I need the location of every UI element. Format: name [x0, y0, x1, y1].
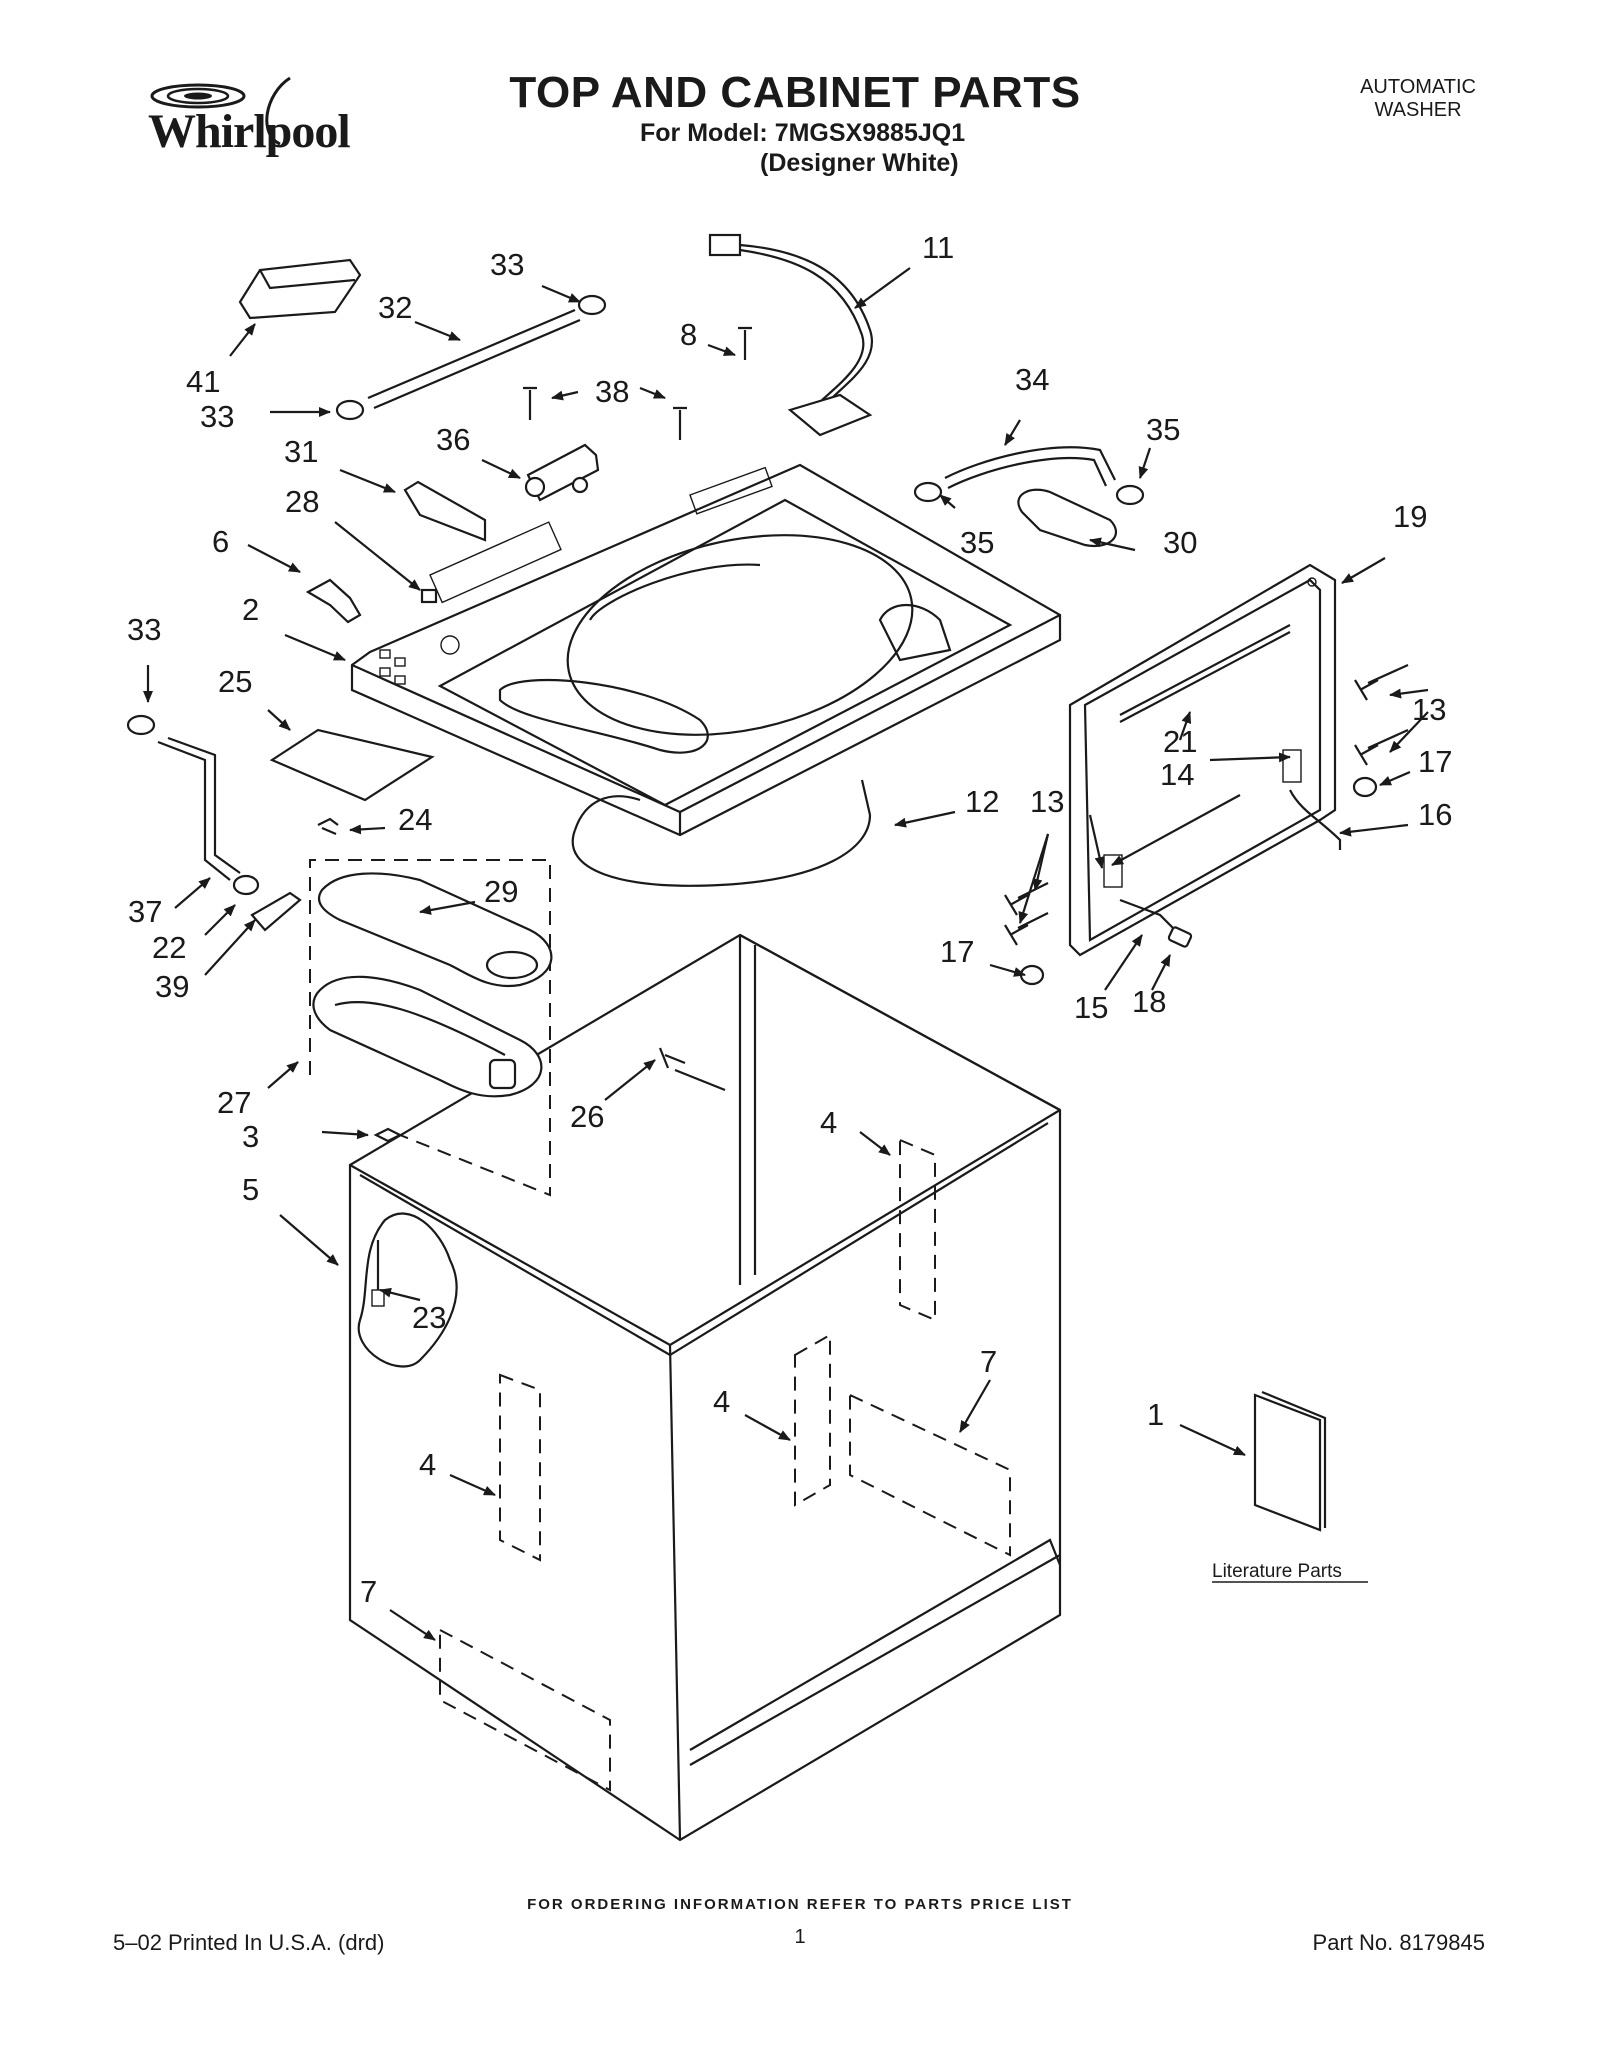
- callout-23: 23: [412, 1300, 446, 1335]
- callout-32: 32: [378, 290, 412, 325]
- callout-leaders: [143, 267, 1429, 1641]
- part-number: Part No. 8179845: [1312, 1930, 1485, 1955]
- callout-24: 24: [398, 802, 432, 837]
- color-line: (Designer White): [760, 149, 959, 177]
- callout-22: 22: [152, 930, 186, 965]
- whirlpool-swirl-icon: [150, 76, 291, 146]
- callout-35a: 35: [1146, 412, 1180, 447]
- callout-8: 8: [680, 317, 697, 352]
- callout-21: 21: [1163, 724, 1197, 759]
- callout-7b: 7: [360, 1574, 377, 1609]
- callout-11: 11: [922, 230, 954, 265]
- model-subtitle: For Model: 7MGSX9885JQ1 (Designer White): [640, 118, 965, 178]
- cabinet: [348, 933, 1062, 1842]
- callout-17b: 17: [940, 934, 974, 969]
- whirlpool-logo: Whirlpool: [140, 74, 380, 169]
- logo-wordmark: Whirlpool: [148, 105, 351, 158]
- page-title: TOP AND CABINET PARTS: [0, 68, 1600, 118]
- small-parts-upper-right: [913, 446, 1145, 548]
- model-line: For Model: 7MGSX9885JQ1: [640, 119, 966, 147]
- callout-5: 5: [242, 1172, 259, 1207]
- callout-33b: 33: [200, 399, 234, 434]
- callout-30: 30: [1163, 525, 1197, 560]
- callout-4c: 4: [419, 1447, 436, 1482]
- page-title-text: TOP AND CABINET PARTS: [509, 68, 1081, 117]
- appliance-category: AUTOMATIC WASHER: [1360, 76, 1476, 122]
- callout-3: 3: [242, 1119, 259, 1154]
- small-parts-upper-center: [523, 233, 873, 502]
- callout-25: 25: [218, 664, 252, 699]
- callout-26: 26: [570, 1099, 604, 1134]
- callout-28: 28: [285, 484, 319, 519]
- callout-4a: 4: [820, 1105, 837, 1140]
- lid-assembly: [1004, 563, 1409, 986]
- callout-6: 6: [212, 524, 229, 559]
- callout-13a: 13: [1412, 692, 1446, 727]
- counterweight-bracket: [309, 859, 553, 1197]
- callout-31: 31: [284, 434, 318, 469]
- callout-13b: 13: [1030, 784, 1064, 819]
- callout-4b: 4: [713, 1384, 730, 1419]
- callout-7a: 7: [980, 1344, 997, 1379]
- top-panel: [350, 463, 1062, 837]
- callout-39: 39: [155, 969, 189, 1004]
- callout-numbers: 11 33 32 8 41 38 34 33 35 36 31 28 35 30…: [127, 230, 1452, 1609]
- callout-29: 29: [484, 874, 518, 909]
- callout-14: 14: [1160, 757, 1194, 792]
- small-parts-upper-left: [126, 258, 607, 932]
- callout-2: 2: [242, 592, 259, 627]
- callout-27: 27: [217, 1085, 251, 1120]
- print-info: 5–02 Printed In U.S.A. (drd): [113, 1930, 385, 1955]
- ordering-note: FOR ORDERING INFORMATION REFER TO PARTS …: [527, 1896, 1073, 1913]
- callout-33c: 33: [127, 612, 161, 647]
- callout-35b: 35: [960, 525, 994, 560]
- category-line-1: AUTOMATIC: [1360, 76, 1476, 98]
- tub-ring: [571, 779, 872, 887]
- literature-parts-label: Literature Parts: [1212, 1561, 1342, 1582]
- callout-33a: 33: [490, 247, 524, 282]
- callout-12: 12: [965, 784, 999, 819]
- callout-38: 38: [595, 374, 629, 409]
- page-number: 1: [794, 1926, 806, 1948]
- callout-36: 36: [436, 422, 470, 457]
- literature-booklet: [1212, 1390, 1368, 1583]
- callout-18: 18: [1132, 984, 1166, 1019]
- callout-15: 15: [1074, 990, 1108, 1025]
- callout-34: 34: [1015, 362, 1049, 397]
- callout-16: 16: [1418, 797, 1452, 832]
- callout-19: 19: [1393, 499, 1427, 534]
- callout-37: 37: [128, 894, 162, 929]
- category-line-2: WASHER: [1374, 99, 1462, 121]
- callout-17a: 17: [1418, 744, 1452, 779]
- callout-41: 41: [186, 364, 220, 399]
- callout-1: 1: [1147, 1397, 1164, 1432]
